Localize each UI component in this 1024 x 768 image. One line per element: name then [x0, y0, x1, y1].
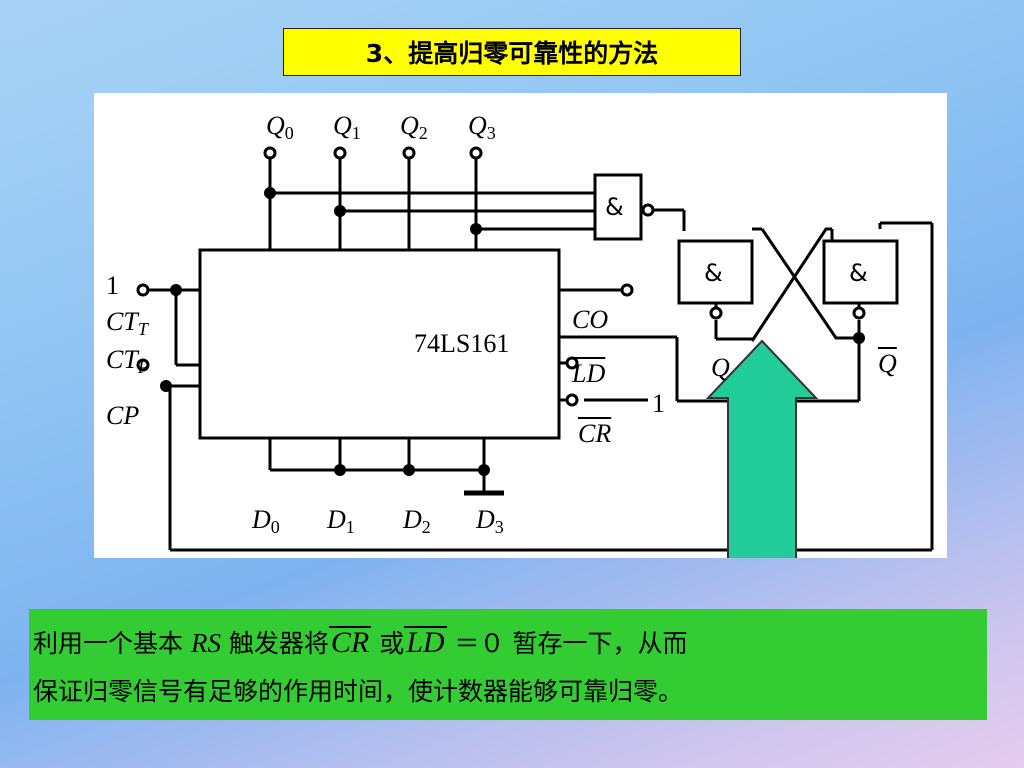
- pin-cr: [565, 393, 579, 407]
- latch-gate-2-symbol: &: [849, 259, 868, 287]
- label-q1: Q1: [333, 111, 361, 143]
- note-line-2: 保证归零信号有足够的作用时间，使计数器能够可靠归零。: [33, 677, 684, 706]
- pin-co: [620, 283, 634, 297]
- label-d0: D0: [252, 505, 280, 537]
- pin-q1: [333, 146, 347, 160]
- note-line-1: 利用一个基本 RS 触发器将CR 或LD ＝０ 暂存一下，从而: [33, 626, 688, 659]
- latch-bubble-2: [852, 306, 866, 320]
- page-title: 3、提高归零可靠性的方法: [283, 28, 741, 76]
- pin-ctt-input: [136, 283, 150, 297]
- pin-cp-input: [136, 358, 150, 372]
- label-latch-qbar: Q: [878, 349, 897, 378]
- pin-ld: [565, 356, 579, 370]
- label-q3: Q3: [468, 111, 496, 143]
- label-d3: D3: [476, 505, 504, 537]
- label-d1: D1: [327, 505, 355, 537]
- label-d2: D2: [403, 505, 431, 537]
- nand-gate-symbol: &: [605, 193, 624, 221]
- chip-label: 74LS161: [414, 329, 510, 358]
- label-co: CO: [572, 305, 609, 334]
- pin-q3: [469, 146, 483, 160]
- latch-bubble-1: [709, 306, 723, 320]
- circuit-diagram: Q0 Q1 Q2 Q3 74LS161 1 CTT CTP CP CO LD 1…: [94, 93, 947, 558]
- up-arrow-icon: [705, 339, 819, 558]
- label-q0: Q0: [266, 111, 294, 143]
- pin-q2: [402, 146, 416, 160]
- counter-chip: [198, 248, 561, 440]
- label-latch-q: Q: [711, 353, 730, 382]
- circuit-wiring: [136, 146, 934, 558]
- label-input-one: 1: [106, 271, 119, 300]
- label-cr: CR: [578, 419, 612, 448]
- label-ctp: CTP: [106, 345, 149, 377]
- explanation-note: 利用一个基本 RS 触发器将CR 或LD ＝０ 暂存一下，从而 保证归零信号有足…: [29, 609, 987, 720]
- label-ctt: CTT: [106, 307, 148, 339]
- nand-bubble: [641, 203, 655, 217]
- label-q2: Q2: [400, 111, 428, 143]
- latch-gate-1-symbol: &: [704, 259, 723, 287]
- label-ld: LD: [572, 359, 606, 388]
- pin-q0: [263, 146, 277, 160]
- label-cr-one: 1: [652, 389, 665, 418]
- label-cp: CP: [106, 401, 140, 430]
